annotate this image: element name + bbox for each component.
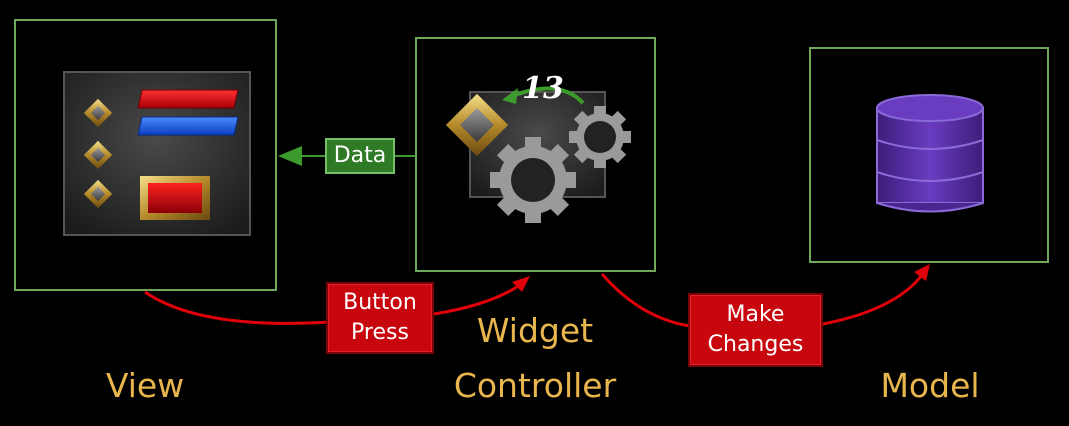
controller-caption-line2: Controller (453, 366, 617, 405)
view-caption: View (105, 366, 185, 405)
controller-caption-line1: Widget (476, 311, 594, 350)
make-changes-line1: Make (726, 302, 785, 327)
controller-widget-icon: 13 (445, 71, 631, 223)
controller-panel (415, 37, 656, 272)
database-icon (876, 94, 984, 213)
gear-icon (569, 106, 631, 168)
red-button-icon (140, 176, 210, 220)
model-caption: Model (880, 366, 980, 405)
make-changes-arrow (600, 273, 691, 328)
model-panel (809, 47, 1049, 263)
make-changes-label: Make Changes (688, 293, 823, 367)
gem-icon (83, 98, 113, 128)
blue-bar-icon (137, 116, 239, 136)
view-window-icon (63, 71, 251, 236)
gear-icon (490, 137, 576, 223)
arrowhead-icon (512, 276, 530, 292)
button-press-line1: Button (343, 290, 417, 315)
rotate-arrow-icon (511, 86, 585, 105)
data-arrow (278, 146, 415, 166)
arrowhead-icon (914, 264, 930, 281)
button-press-arrow (144, 290, 331, 325)
red-bar-icon (137, 89, 239, 109)
view-panel (14, 19, 277, 291)
gem-icon (445, 93, 509, 157)
make-changes-line2: Changes (707, 332, 804, 357)
counter-value: 13 (522, 71, 564, 106)
button-press-line2: Press (351, 320, 409, 345)
button-press-label: Button Press (326, 282, 434, 354)
data-label: Data (325, 138, 395, 174)
